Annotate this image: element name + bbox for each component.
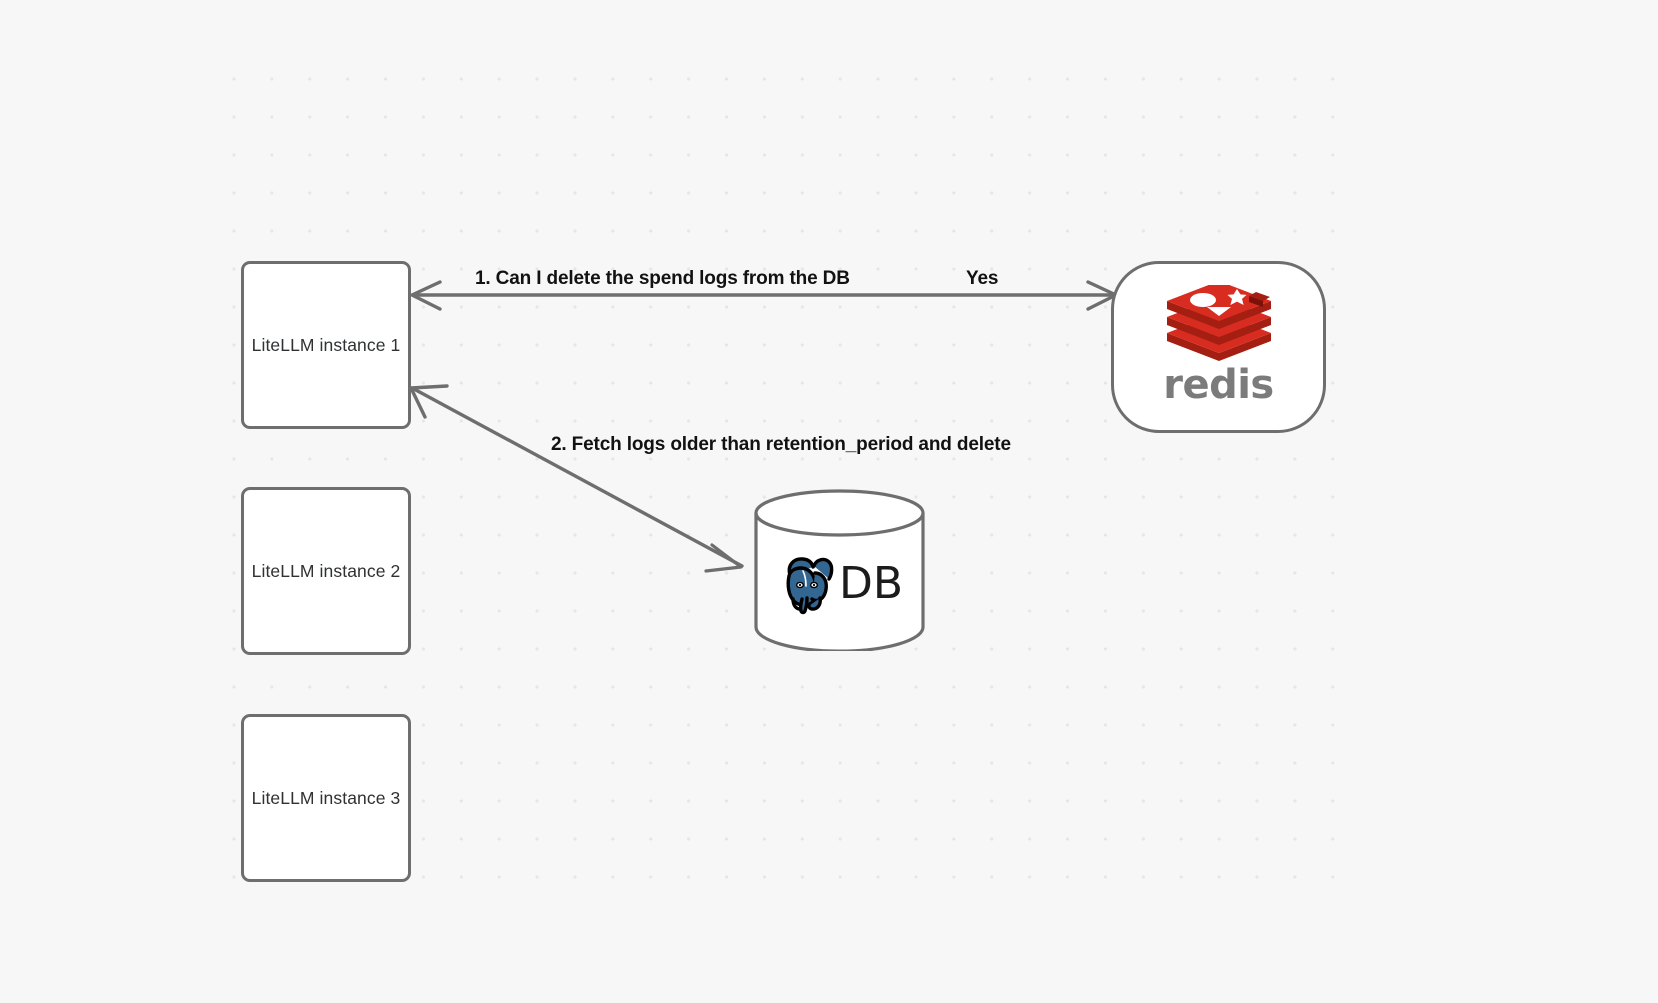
cylinder-shape	[754, 489, 925, 651]
node-redis[interactable]: redis	[1111, 261, 1326, 433]
node-litellm-instance-2[interactable]: LiteLLM instance 2	[241, 487, 411, 655]
redis-cube-stack-icon	[1166, 285, 1271, 361]
node-litellm-instance-1-label: LiteLLM instance 1	[251, 334, 401, 355]
node-litellm-instance-3-label: LiteLLM instance 3	[251, 787, 401, 808]
postgresql-elephant-icon	[786, 557, 834, 615]
node-litellm-instance-2-label: LiteLLM instance 2	[251, 560, 401, 581]
redis-logo-icon: redis	[1163, 285, 1275, 405]
node-litellm-instance-1[interactable]: LiteLLM instance 1	[241, 261, 411, 429]
edge-label-request: 1. Can I delete the spend logs from the …	[475, 268, 850, 289]
edge-db-litellm1	[409, 384, 744, 573]
node-database[interactable]: DB	[753, 489, 926, 651]
edge-label-response: Yes	[966, 268, 999, 289]
node-litellm-instance-3[interactable]: LiteLLM instance 3	[241, 714, 411, 882]
db-label: DB	[838, 558, 904, 609]
edge-label-fetch-delete: 2. Fetch logs older than retention_perio…	[551, 434, 1011, 455]
redis-wordmark: redis	[1163, 362, 1274, 408]
